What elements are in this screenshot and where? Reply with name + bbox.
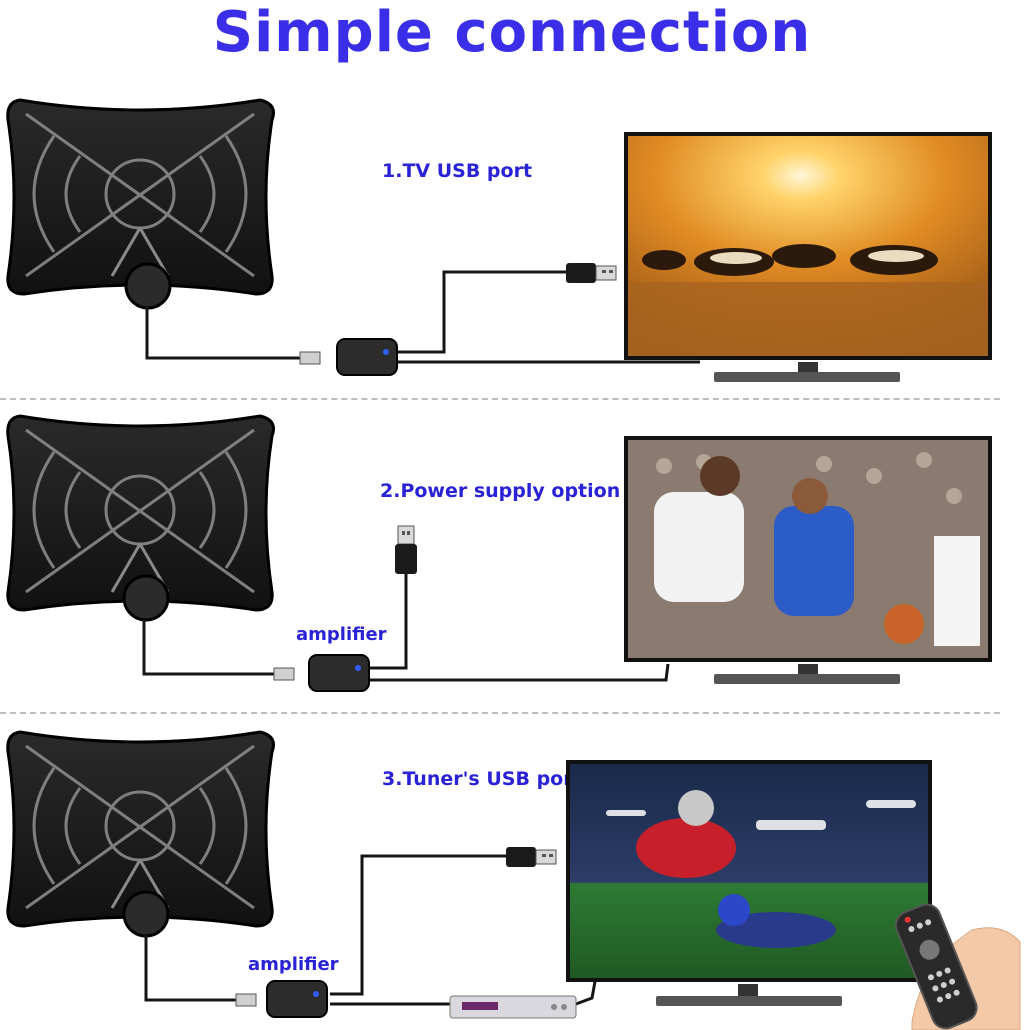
cable-panel-1 (145, 270, 700, 365)
usb-plug-icon (566, 263, 617, 283)
tuner-box-icon (449, 995, 577, 1019)
panel-2-label: 2.Power supply option (380, 480, 621, 502)
panel-2-amplifier-label: amplifier (296, 624, 387, 645)
antenna-icon (6, 414, 275, 622)
amplifier-icon (336, 338, 398, 376)
usb-plug-icon (506, 847, 557, 867)
amplifier-icon (308, 654, 370, 692)
tv-icon (566, 760, 932, 1006)
divider-2 (0, 712, 1000, 714)
antenna-icon (6, 98, 275, 310)
tv-icon (624, 132, 992, 382)
tv-icon (624, 436, 992, 684)
divider-1 (0, 398, 1000, 400)
antenna-icon (6, 730, 275, 938)
panel-3-label: 3.Tuner's USB port (382, 768, 582, 790)
panel-3-amplifier-label: amplifier (248, 954, 339, 975)
panel-1-label: 1.TV USB port (382, 160, 533, 182)
page-title: Simple connection (212, 0, 812, 65)
cable-panel-2 (142, 574, 670, 682)
amplifier-icon (266, 980, 328, 1018)
usb-plug-icon (395, 525, 417, 574)
remote-control-icon (894, 903, 1021, 1030)
